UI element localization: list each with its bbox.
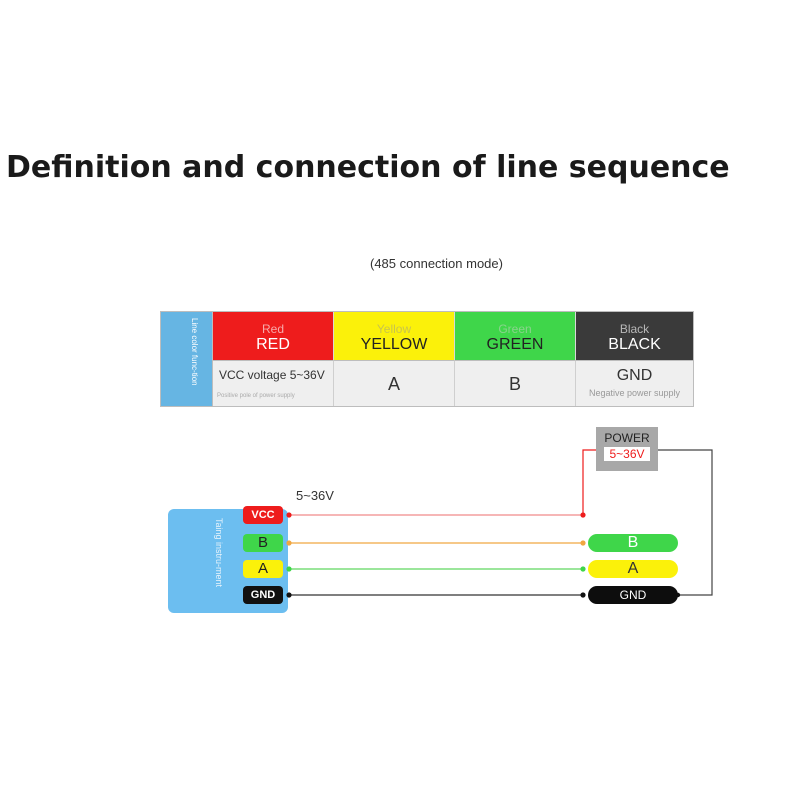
power-title: POWER [604, 431, 650, 445]
header-red-small: Red [261, 322, 284, 336]
pin-a: A [243, 560, 283, 578]
function-vcc: VCC voltage 5~36V Positive pole of power… [213, 360, 333, 406]
target-a: A [588, 560, 678, 578]
pin-vcc: VCC [243, 506, 283, 524]
header-yellow-big: YELLOW [360, 336, 428, 353]
dot-b-left [286, 540, 292, 546]
dot-gnd-right [580, 592, 586, 598]
wire-gnd-return [658, 449, 713, 596]
header-red-big: RED [256, 336, 290, 353]
function-b-label: B [508, 374, 521, 394]
function-vcc-label: VCC voltage 5~36V [219, 368, 325, 382]
header-black: Black BLACK [575, 312, 693, 360]
supply-voltage-label: 5~36V [296, 488, 334, 503]
function-gnd-note: Negative power supply [588, 388, 681, 398]
table-side-header: Line color func-tion [161, 312, 213, 406]
dot-vcc-right [580, 512, 586, 518]
pin-gnd: GND [243, 586, 283, 604]
function-gnd-label: GND [616, 367, 653, 384]
dot-b-right [580, 540, 586, 546]
header-yellow: Yellow YELLOW [333, 312, 454, 360]
dot-gnd-left [286, 592, 292, 598]
dot-a-right [580, 566, 586, 572]
page-title: Definition and connection of line sequen… [6, 150, 730, 185]
connection-mode-caption: (485 connection mode) [370, 256, 503, 271]
dot-a-left [286, 566, 292, 572]
function-vcc-note: Positive pole of power supply [217, 393, 295, 399]
header-black-big: BLACK [608, 336, 661, 353]
line-color-table: Line color func-tion Red RED Yellow YELL… [160, 311, 694, 407]
function-a: A [333, 360, 454, 406]
function-gnd: GND Negative power supply [575, 360, 693, 406]
header-black-small: Black [619, 322, 650, 336]
target-b: B [588, 534, 678, 552]
power-supply-block: POWER 5~36V [596, 427, 658, 471]
wire-vcc-riser [582, 449, 596, 515]
function-a-label: A [387, 374, 400, 394]
power-range: 5~36V [604, 447, 650, 461]
table-side-label: Line color func-tion [190, 318, 199, 386]
header-green-big: GREEN [486, 336, 544, 353]
instrument-label: Taing instru-ment [214, 518, 224, 588]
header-red: Red RED [213, 312, 333, 360]
header-green: Green GREEN [454, 312, 575, 360]
header-yellow-small: Yellow [376, 322, 412, 336]
pin-b: B [243, 534, 283, 552]
dot-vcc-left [286, 512, 292, 518]
header-green-small: Green [498, 322, 532, 336]
target-gnd: GND [588, 586, 678, 604]
function-b: B [454, 360, 575, 406]
